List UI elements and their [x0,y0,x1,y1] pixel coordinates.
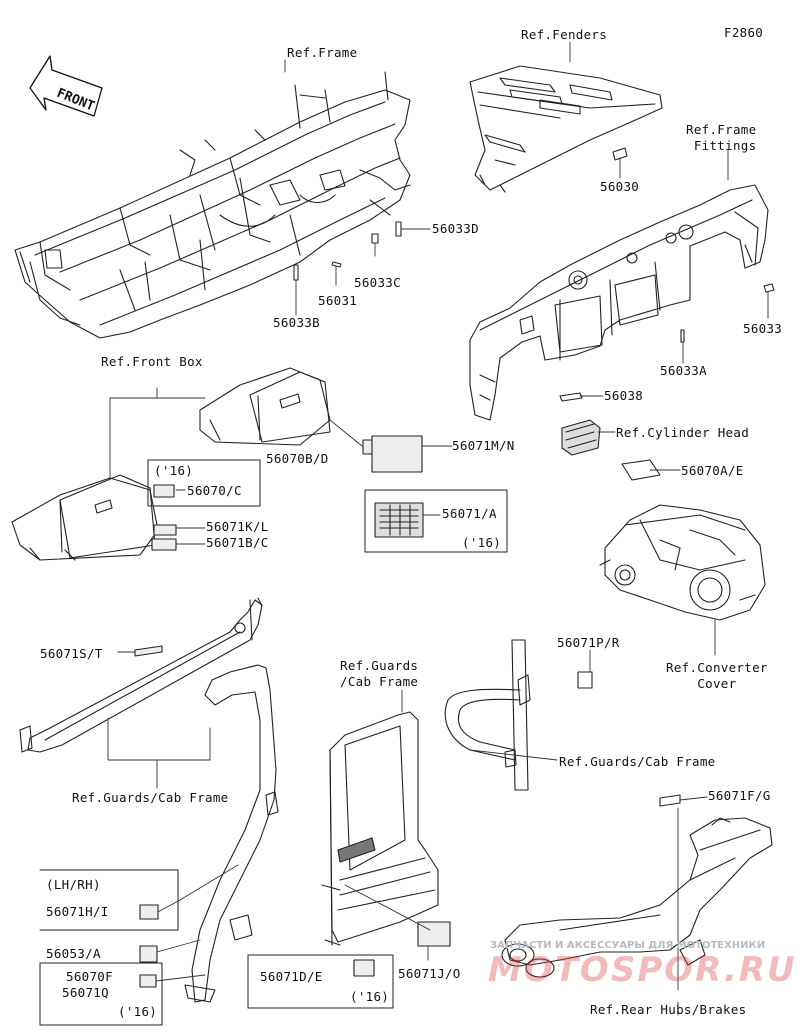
lh-rh-note: (LH/RH) [46,877,101,892]
part-56070B-D-label: 56070B/D [266,451,329,466]
year-note-c: ('16) [118,1004,158,1019]
ref-guards-cab-frame-1-label: Ref.Guards/Cab Frame [72,790,229,805]
cab-guard-door-drawing [321,711,439,946]
part-56071-A-label: 56071/A [442,506,497,521]
leader-lines [107,41,769,1016]
ref-guards-cab-frame-3-label: Ref.Guards/Cab Frame [559,754,716,769]
year-note-b: ('16) [462,535,502,550]
watermark-logo: MOTOSPOR.RU [488,950,797,990]
part-56071Q-label: 56071Q [62,985,109,1000]
ref-frame-fittings-label: Ref.Frame Fittings [686,122,757,153]
frame-fittings-drawing [469,184,769,421]
cylinder-head-drawing [561,419,601,456]
part-56033D-label: 56033D [432,221,479,236]
fender-drawing [469,65,663,193]
part-56071P-R-label: 56071P/R [557,635,620,650]
ref-fenders-label: Ref.Fenders [521,27,608,42]
callout-boxes [39,459,508,1026]
ref-frame-label: Ref.Frame [287,45,358,60]
cab-frame-pipe-drawing [444,639,531,791]
part-56071K-L-label: 56071K/L [206,519,269,534]
year-note-d: ('16) [350,989,390,1004]
converter-cover-drawing [599,504,766,621]
part-56071S-T-label: 56071S/T [40,646,103,661]
part-56053-A-label: 56053/A [46,946,101,961]
part-56070F-label: 56070F [66,969,113,984]
part-56030-label: 56030 [600,179,640,194]
ref-rear-hubs-brakes-label: Ref.Rear Hubs/Brakes [590,1002,747,1017]
ref-cylinder-head-label: Ref.Cylinder Head [616,425,750,440]
part-56071M-N-label: 56071M/N [452,438,515,453]
part-56031-label: 56031 [318,293,358,308]
sticker-shapes [134,147,775,988]
part-56070-C-label: 56070/C [187,483,242,498]
part-56071B-C-label: 56071B/C [206,535,269,550]
part-56071D-E-label: 56071D/E [260,969,323,984]
part-56071H-I-label: 56071H/I [46,904,109,919]
watermark-tagline: ЗАПЧАСТИ И АКСЕССУАРЫ ДЛЯ МОТОТЕХНИКИ [490,940,766,951]
part-56071J-O-label: 56071J/O [398,966,461,981]
front-arrow-icon: FRONT [29,55,103,117]
part-56071F-G-label: 56071F/G [708,788,771,803]
guard-bar-drawing [19,597,279,1003]
diagram-code: F2860 [724,25,764,40]
part-56033C-label: 56033C [354,275,401,290]
part-56033-label: 56033 [743,321,783,336]
ref-guards-cab-frame-2-label: Ref.Guards /Cab Frame [340,658,419,689]
ref-converter-cover-label: Ref.Converter Cover [666,660,768,691]
part-56038-label: 56038 [604,388,644,403]
ref-front-box-label: Ref.Front Box [101,354,203,369]
frame-drawing [14,71,411,339]
part-56070A-E-label: 56070A/E [681,463,744,478]
part-56033A-label: 56033A [660,363,707,378]
year-note-a: ('16) [154,463,194,478]
rear-hubs-brakes-drawing [501,817,773,978]
part-56033B-label: 56033B [273,315,320,330]
